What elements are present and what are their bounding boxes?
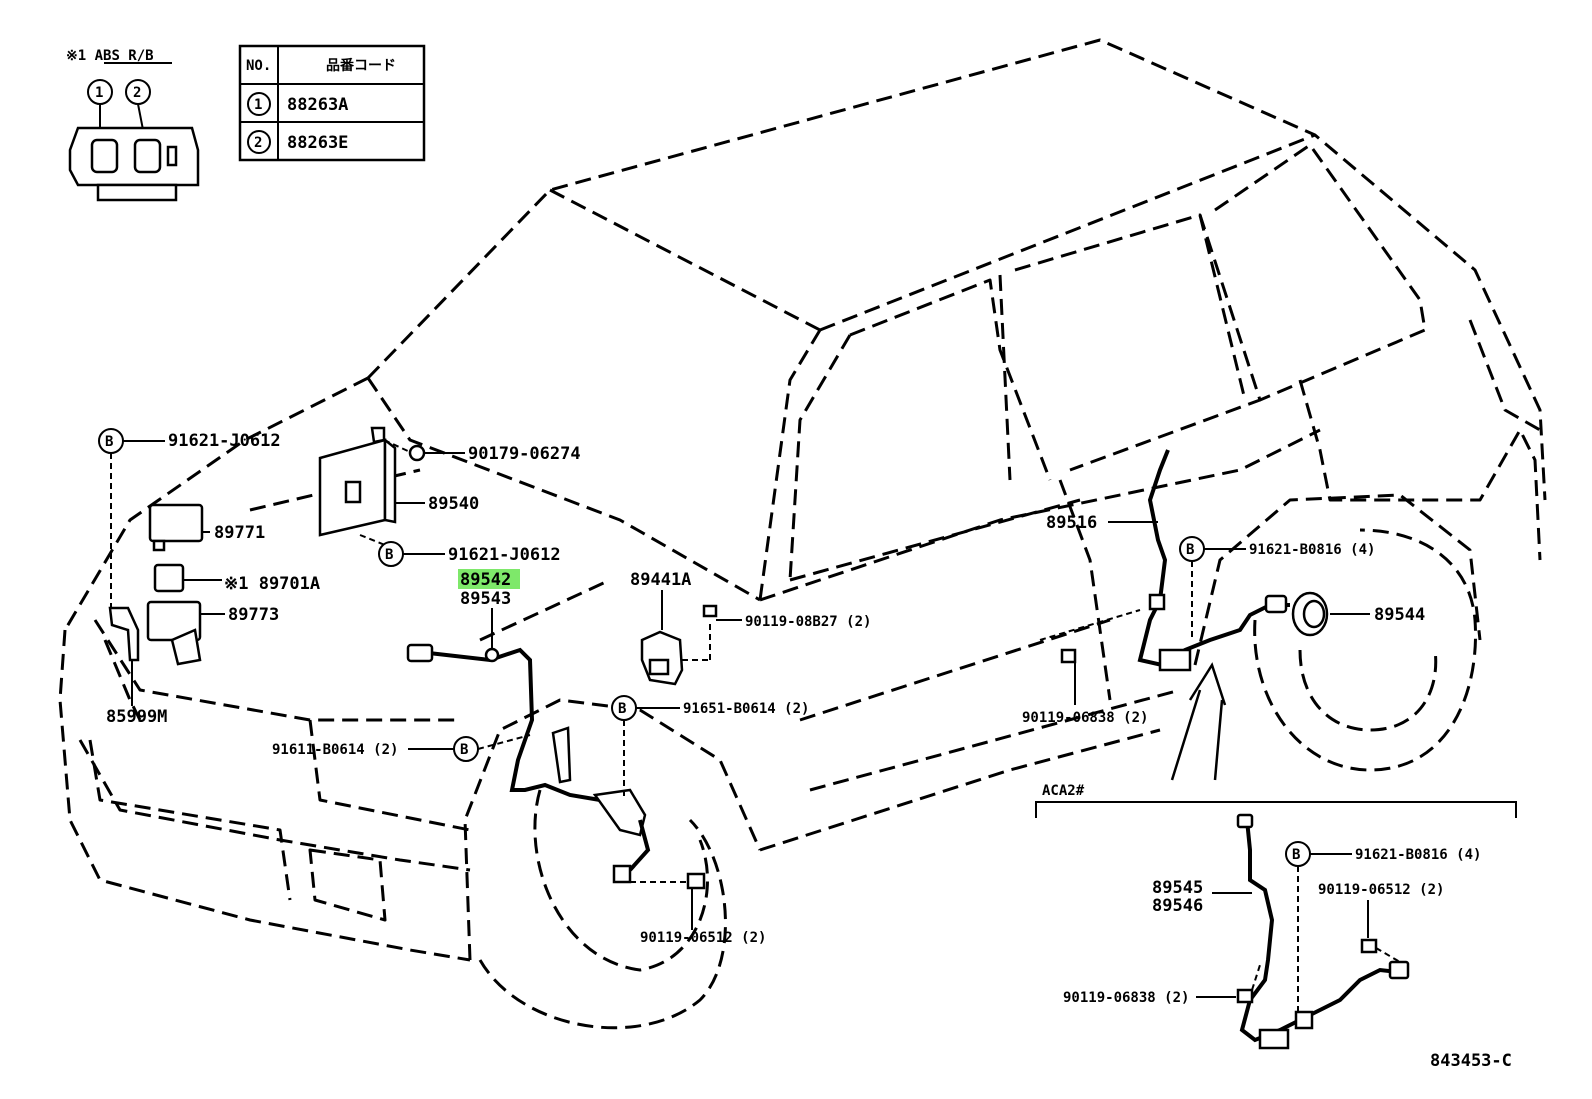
sensor-wire-89516 — [1137, 449, 1290, 668]
aca2-subdiagram: ACA2# 89545 89546 B 91621-B0816 (4) 9011… — [1035, 783, 1517, 1050]
relay-89771-icon — [148, 503, 204, 543]
sensor-89441a-assembly: 89441A 90119-08B27 (2) — [630, 570, 871, 686]
table-row-code: 88263A — [287, 95, 348, 115]
front-speed-sensor-assembly: 89542 89543 B 91651-B0614 (2) 91611-B061… — [272, 569, 809, 946]
sensor-wire-89542 — [419, 647, 601, 802]
inset-marker-1: 1 — [95, 85, 103, 101]
bolt-marker-label: B — [460, 742, 468, 758]
abs-relay-box-inset: ※1 ABS R/B 1 2 — [66, 48, 200, 202]
label-91621-j0612-b: 91621-J0612 — [448, 545, 561, 565]
bolt-90119-06838-icon — [1060, 648, 1077, 664]
label-89542: 89542 — [460, 570, 511, 590]
label-90119-06838-b: 90119-06838 (2) — [1063, 990, 1189, 1006]
sensor-bracket-icon — [592, 788, 647, 837]
label-90179-06274: 90179-06274 — [468, 444, 581, 464]
vehicle-outline — [58, 38, 1547, 1030]
table-row-no: 1 — [254, 97, 262, 113]
label-91621-b0816-a: 91621-B0816 (4) — [1249, 542, 1375, 558]
connector-icon — [406, 643, 434, 663]
inset-marker-2: 2 — [133, 85, 141, 101]
bolt-marker-label: B — [105, 434, 113, 450]
bolt-90119-08b27-icon — [702, 604, 718, 618]
label-89544: 89544 — [1374, 605, 1425, 625]
diagram-code: 843453-C — [1430, 1051, 1512, 1071]
table-row-code: 88263E — [287, 133, 348, 153]
label-90119-06512-front: 90119-06512 (2) — [640, 930, 766, 946]
label-91611-b0614: 91611-B0614 (2) — [272, 742, 398, 758]
label-89701a: ※1 89701A — [224, 574, 320, 594]
front-left-components: B 91621-J0612 89771 ※1 89701A 89773 8599… — [98, 426, 581, 727]
bolt-marker-label: B — [1186, 542, 1194, 558]
bolt-90119-06512-icon — [1360, 938, 1378, 954]
label-89543: 89543 — [460, 589, 511, 609]
rear-speed-sensor-assembly: 89516 B 91621-B0816 (4) 89544 90119-0683… — [1022, 449, 1425, 781]
label-91621-b0816-b: 91621-B0816 (4) — [1355, 847, 1481, 863]
part-code-table: NO. 品番コード 1 88263A 2 88263E — [238, 44, 426, 162]
bracket-85999m-icon — [108, 606, 140, 662]
label-91621-j0612-a: 91621-J0612 — [168, 431, 281, 451]
label-90119-08b27: 90119-08B27 (2) — [745, 614, 871, 630]
label-90119-06512-b: 90119-06512 (2) — [1318, 882, 1444, 898]
label-89546: 89546 — [1152, 896, 1203, 916]
highlight-89542 — [458, 569, 520, 589]
label-89545: 89545 — [1152, 878, 1203, 898]
label-85999m: 85999M — [106, 707, 167, 727]
bolt-marker-label: B — [618, 701, 626, 717]
table-header-code: 品番コード — [326, 57, 396, 74]
label-89540: 89540 — [428, 494, 479, 514]
label-89773: 89773 — [228, 605, 279, 625]
table-row-no: 2 — [254, 135, 262, 151]
bolt-marker-label: B — [385, 547, 393, 563]
nut-90179-icon — [408, 444, 426, 462]
relay-89701a-icon — [153, 563, 185, 593]
sensor-wire-89545 — [1239, 819, 1399, 1043]
label-89516: 89516 — [1046, 513, 1097, 533]
label-91651-b0614: 91651-B0614 (2) — [683, 701, 809, 717]
table-header-no: NO. — [246, 58, 271, 74]
label-90119-06838-a: 90119-06838 (2) — [1022, 710, 1148, 726]
bolt-90119-06838-b-icon — [1236, 988, 1254, 1004]
label-89441a: 89441A — [630, 570, 691, 590]
aca-label: ACA2# — [1042, 783, 1085, 799]
label-89771: 89771 — [214, 523, 265, 543]
inset-title: ※1 ABS R/B — [66, 48, 154, 64]
bolt-marker-label: B — [1292, 847, 1300, 863]
sensor-89441a-icon — [640, 630, 684, 686]
